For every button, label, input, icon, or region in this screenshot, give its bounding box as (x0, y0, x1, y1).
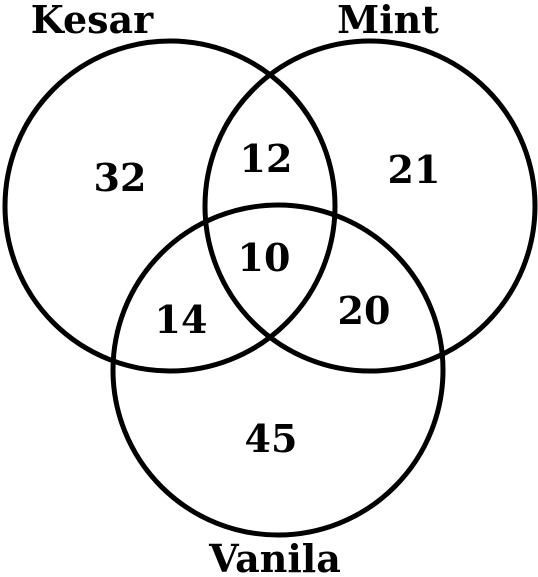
kesar-vanila-value: 14 (155, 297, 208, 342)
mint-vanila-value: 20 (338, 288, 391, 333)
vanila-label: Vanila (208, 536, 341, 577)
vanila-only-value: 45 (245, 416, 298, 461)
kesar-only-value: 32 (94, 155, 147, 200)
vanila-circle (110, 202, 446, 538)
mint-label: Mint (337, 0, 439, 42)
mint-circle (202, 38, 538, 374)
set-labels: Kesar Mint Vanila (31, 0, 439, 577)
region-values: 32 21 45 12 14 20 10 (94, 136, 441, 461)
kesar-circle (2, 38, 338, 374)
circle-group (2, 38, 538, 538)
mint-only-value: 21 (388, 147, 441, 192)
kesar-label: Kesar (31, 0, 154, 42)
kesar-mint-value: 12 (240, 136, 293, 181)
all-three-value: 10 (238, 235, 291, 280)
